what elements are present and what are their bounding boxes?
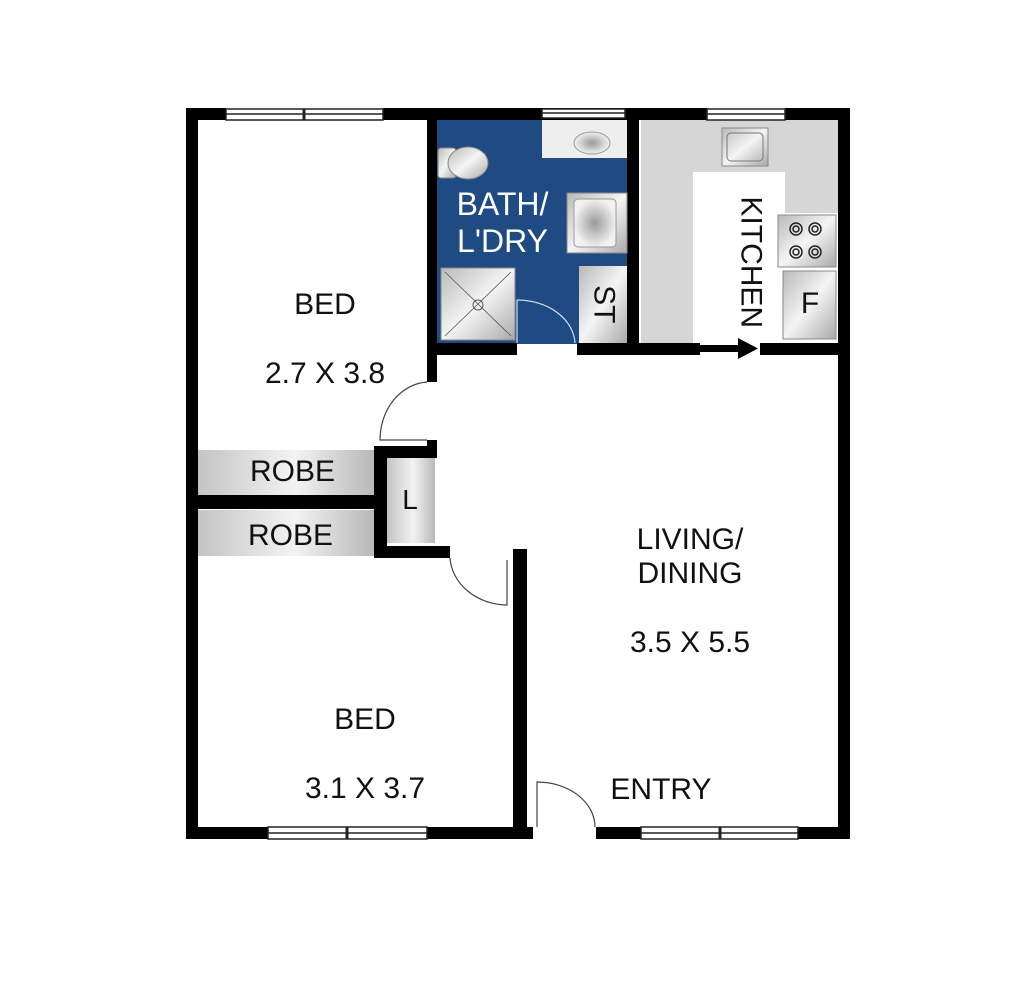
entry-label: ENTRY	[610, 773, 712, 806]
walls	[186, 108, 850, 839]
shower-icon	[440, 267, 516, 341]
living-name: LIVING/ DINING	[636, 522, 744, 591]
store-cupboard	[579, 266, 627, 343]
vanity-basin-icon	[542, 120, 627, 158]
linen-label: L	[402, 484, 418, 515]
bed2-size: 3.1 X 3.7	[304, 771, 426, 805]
kitchen-sink-icon	[721, 127, 769, 167]
living-label: LIVING/ DINING 3.5 X 5.5	[590, 488, 790, 695]
kitchen-entry-arrow-icon	[700, 338, 758, 359]
windows	[225, 108, 799, 840]
store-label: ST	[587, 285, 621, 324]
cooktop-icon	[777, 214, 837, 268]
robe-upper	[198, 450, 374, 495]
robe-upper-label: ROBE	[249, 455, 336, 488]
fridge-icon	[782, 270, 837, 340]
living-size: 3.5 X 5.5	[629, 626, 751, 659]
linen-cupboard	[387, 456, 435, 543]
kitchen-label: KITCHEN	[734, 196, 768, 329]
washing-machine-icon	[566, 192, 628, 254]
toilet-icon	[437, 146, 489, 180]
bed1-name: BED	[294, 287, 356, 321]
bed2-name: BED	[334, 702, 396, 736]
bath-label: BATH/ L'DRY	[456, 186, 549, 259]
bed1-size: 2.7 X 3.8	[264, 356, 386, 390]
door-swings	[379, 299, 596, 828]
bed1-label: BED 2.7 X 3.8	[240, 253, 410, 426]
fridge-label: F	[800, 287, 820, 320]
robe-lower	[198, 510, 374, 556]
bed2-label: BED 3.1 X 3.7	[280, 668, 450, 841]
robe-lower-label: ROBE	[247, 519, 334, 552]
